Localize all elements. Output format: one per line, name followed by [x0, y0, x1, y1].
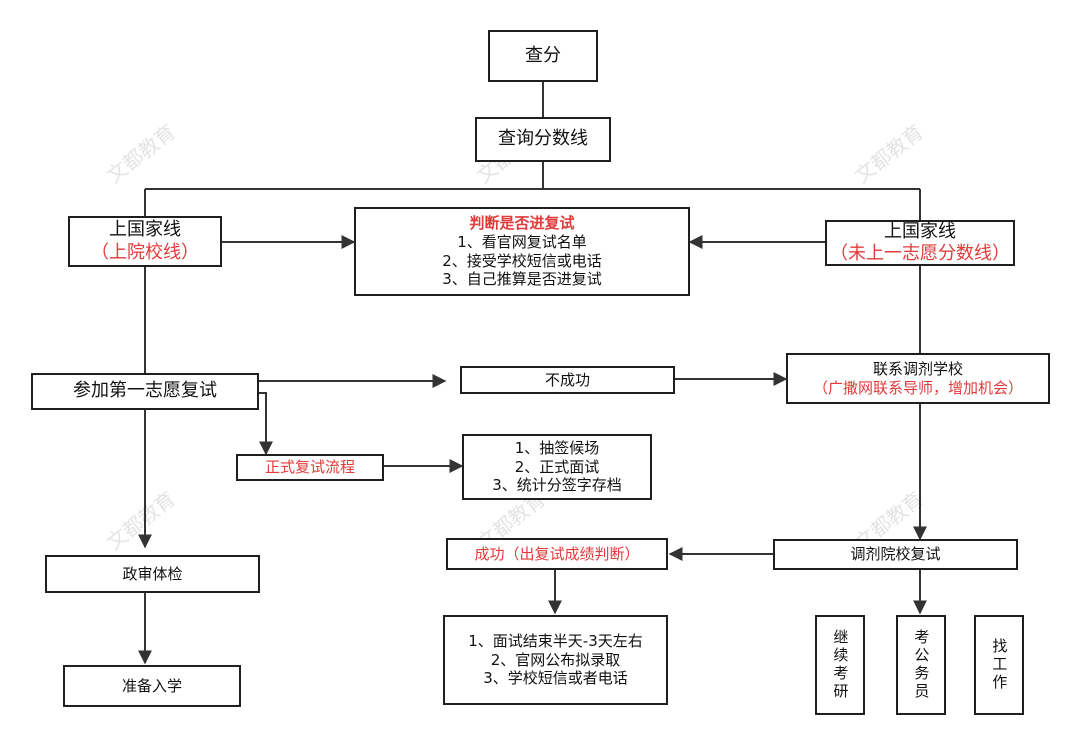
node-item: 1、面试结束半天-3天左右 — [468, 631, 643, 650]
query-score-line-node: 查询分数线 — [475, 117, 611, 162]
node-item: 2、接受学校短信或电话 — [442, 251, 602, 270]
contact-adjust-school-node: 联系调剂学校 （广撒网联系导师，增加机会） — [786, 353, 1050, 404]
node-label: 查询分数线 — [498, 128, 588, 150]
fail-node: 不成功 — [460, 366, 675, 394]
connector-arrow — [259, 392, 273, 456]
check-score-node: 查分 — [488, 30, 598, 82]
national-line-not-first-choice-node: 上国家线 （未上一志愿分数线） — [825, 220, 1015, 266]
retest-steps-node: 1、抽签候场 2、正式面试 3、统计分签字存档 — [462, 434, 652, 500]
adjust-school-retest-node: 调剂院校复试 — [773, 539, 1018, 570]
node-item: 1、抽签候场 — [514, 438, 600, 457]
node-sublabel: （上院校线） — [91, 241, 199, 263]
node-title: 判断是否进复试 — [469, 214, 575, 232]
node-label: 找工作 — [990, 638, 1009, 692]
prepare-enrollment-node: 准备入学 — [63, 665, 241, 707]
node-label: 调剂院校复试 — [850, 545, 941, 564]
first-choice-retest-node: 参加第一志愿复试 — [31, 373, 259, 410]
node-label: 成功（出复试成绩判断） — [474, 544, 640, 563]
node-sublabel: （广撒网联系导师，增加机会） — [812, 378, 1023, 397]
node-label: 准备入学 — [121, 676, 182, 695]
result-steps-node: 1、面试结束半天-3天左右 2、官网公布拟录取 3、学校短信或者电话 — [443, 615, 668, 705]
node-label: 参加第一志愿复试 — [73, 380, 217, 402]
node-label: 政审体检 — [122, 564, 183, 583]
node-label: 不成功 — [544, 370, 590, 389]
node-item: 3、统计分签字存档 — [492, 476, 622, 495]
node-label: 上国家线 — [109, 219, 181, 240]
node-item: 2、正式面试 — [514, 457, 600, 476]
node-item: 1、看官网复试名单 — [457, 232, 587, 251]
formal-retest-process-node: 正式复试流程 — [236, 454, 384, 481]
node-label: 查分 — [525, 44, 561, 66]
civil-servant-node: 考公务员 — [896, 615, 946, 715]
node-item: 2、官网公布拟录取 — [490, 650, 621, 669]
national-line-school-line-node: 上国家线 （上院校线） — [68, 216, 222, 267]
success-node: 成功（出复试成绩判断） — [446, 538, 668, 570]
node-label: 继续考研 — [831, 629, 850, 701]
node-label: 联系调剂学校 — [872, 359, 963, 378]
node-sublabel: （未上一志愿分数线） — [830, 243, 1010, 264]
node-label: 上国家线 — [884, 220, 956, 242]
node-label: 正式复试流程 — [264, 458, 355, 477]
find-job-node: 找工作 — [974, 615, 1024, 715]
node-item: 3、学校短信或者电话 — [483, 669, 628, 688]
judge-retest-node: 判断是否进复试 1、看官网复试名单 2、接受学校短信或电话 3、自己推算是否进复… — [354, 207, 690, 296]
continue-exam-node: 继续考研 — [815, 615, 865, 715]
node-item: 3、自己推算是否进复试 — [442, 270, 602, 289]
political-review-physical-exam-node: 政审体检 — [45, 555, 260, 593]
node-label: 考公务员 — [912, 629, 931, 701]
